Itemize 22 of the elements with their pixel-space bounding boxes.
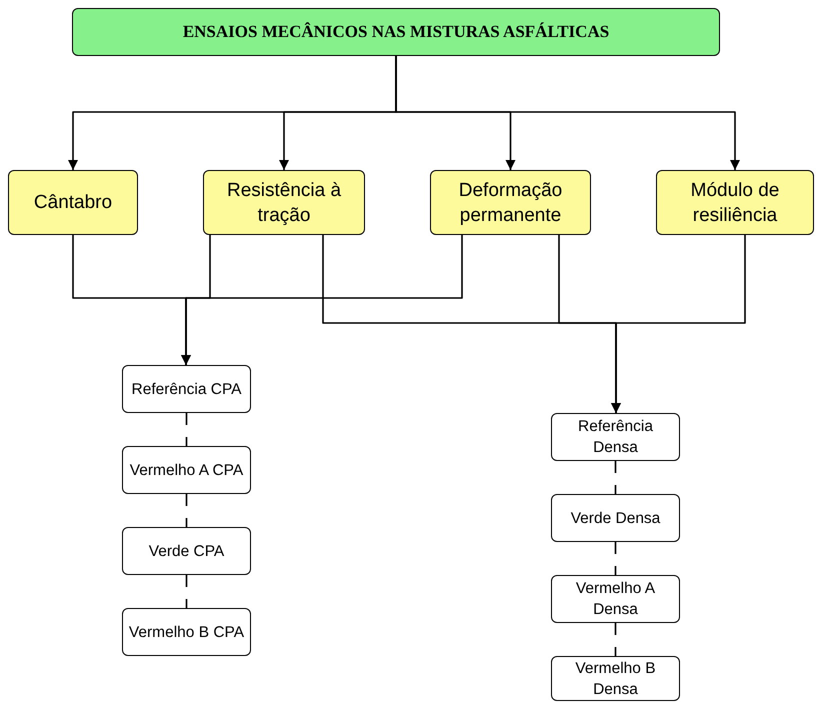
dashed-connector [614,623,616,656]
dashed-connector [614,461,616,494]
sample-box: Referência Densa [551,413,680,461]
title-box: ENSAIOS MECÂNICOS NAS MISTURAS ASFÁLTICAS [72,8,720,56]
dashed-connector [186,575,188,608]
category-box: Resistência à tração [203,170,365,235]
sample-box: Referência CPA [122,365,251,413]
dashed-connector [614,542,616,575]
sample-box: Vermelho A Densa [551,575,680,623]
arrow [611,235,746,413]
sample-box: Vermelho B CPA [122,608,251,656]
sample-box: Vermelho B Densa [551,656,680,701]
arrow [181,235,463,365]
sample-box: Verde Densa [551,494,680,542]
dashed-connector [186,494,188,527]
category-box: Cântabro [8,170,138,235]
category-box: Deformação permanente [430,170,591,235]
sample-box: Verde CPA [122,527,251,575]
category-box: Módulo de resiliência [656,170,814,235]
sample-box: Vermelho A CPA [122,446,251,494]
arrow [395,56,740,170]
dashed-connector [186,413,188,446]
